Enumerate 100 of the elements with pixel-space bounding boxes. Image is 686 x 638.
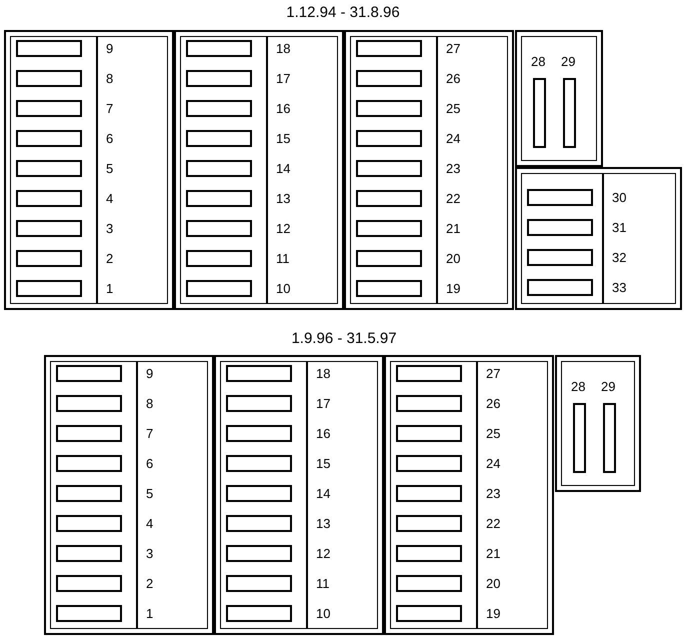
fuse-slot — [186, 220, 252, 237]
fuse-number: 9 — [146, 366, 154, 381]
fuse-slot — [16, 190, 82, 207]
fuse-number: 15 — [316, 456, 330, 471]
fuse-number: 19 — [446, 281, 460, 296]
fuse-number: 27 — [446, 41, 460, 56]
fuse-slot — [533, 78, 546, 148]
fuse-slot — [396, 395, 462, 412]
fuse-number: 5 — [106, 161, 114, 176]
fuse-slot — [527, 249, 593, 266]
fuse-number: 19 — [486, 606, 500, 621]
fuse-number: 29 — [601, 379, 616, 394]
fuse-slot — [396, 455, 462, 472]
fuse-slot — [603, 403, 616, 473]
fuse-slot — [396, 365, 462, 382]
fuse-slot — [186, 130, 252, 147]
fuse-slot — [186, 280, 252, 297]
fuse-number: 7 — [146, 426, 154, 441]
fuse-block — [174, 30, 344, 310]
fuse-slot — [186, 250, 252, 267]
fuse-slot — [56, 515, 122, 532]
fuse-number: 15 — [276, 131, 290, 146]
fuse-number: 2 — [106, 251, 114, 266]
fuse-number: 12 — [276, 221, 290, 236]
fuse-slot — [56, 455, 122, 472]
fuse-slot — [396, 575, 462, 592]
fuse-slot — [186, 190, 252, 207]
fuse-slot — [226, 455, 292, 472]
fuse-number: 12 — [316, 546, 330, 561]
fuse-slot — [56, 365, 122, 382]
fuse-slot — [56, 425, 122, 442]
fuse-number: 14 — [276, 161, 290, 176]
fuse-block — [555, 355, 641, 492]
fuse-slot — [226, 365, 292, 382]
fuse-number: 10 — [276, 281, 290, 296]
fuse-slot — [226, 605, 292, 622]
fuse-slot — [356, 220, 422, 237]
fuse-number: 30 — [612, 190, 626, 205]
fuse-slot — [356, 40, 422, 57]
fuse-block — [515, 167, 682, 310]
fuse-block — [515, 30, 603, 167]
fuse-number: 9 — [106, 41, 114, 56]
fuse-number: 16 — [276, 101, 290, 116]
fuse-number: 11 — [316, 576, 330, 591]
fuse-slot — [396, 425, 462, 442]
fuse-slot — [56, 485, 122, 502]
fuse-number: 29 — [561, 54, 576, 69]
fuse-slot — [226, 575, 292, 592]
fuse-slot — [356, 70, 422, 87]
heading-text: 1.9.96 - 31.5.97 — [291, 330, 397, 347]
fuse-slot — [16, 160, 82, 177]
fuse-slot — [356, 280, 422, 297]
fuse-slot — [396, 545, 462, 562]
fuse-slot — [356, 100, 422, 117]
fuse-number: 4 — [106, 191, 114, 206]
fuse-number: 31 — [612, 220, 626, 235]
fuse-number: 11 — [276, 251, 290, 266]
fuse-slot — [226, 545, 292, 562]
fuse-number: 6 — [146, 456, 154, 471]
fuse-number: 25 — [486, 426, 500, 441]
fuse-number: 32 — [612, 250, 626, 265]
fuse-slot — [226, 515, 292, 532]
fuse-block — [384, 355, 554, 635]
fuse-number: 3 — [146, 546, 154, 561]
fuse-number: 27 — [486, 366, 500, 381]
fuse-number: 33 — [612, 280, 626, 295]
fuse-slot — [16, 100, 82, 117]
fuse-slot — [563, 78, 576, 148]
fuse-block — [4, 30, 174, 310]
fuse-number: 18 — [276, 41, 290, 56]
fuse-number: 23 — [446, 161, 460, 176]
fuse-slot — [396, 485, 462, 502]
fuse-number: 28 — [531, 54, 546, 69]
fuse-number: 17 — [276, 71, 290, 86]
fuse-slot — [186, 40, 252, 57]
fuse-slot — [356, 130, 422, 147]
fuse-number: 10 — [316, 606, 330, 621]
fuse-number: 5 — [146, 486, 154, 501]
fuse-slot — [356, 250, 422, 267]
fuse-slot — [16, 70, 82, 87]
fuse-number: 13 — [316, 516, 330, 531]
fuse-block — [44, 355, 214, 635]
fuse-number: 1 — [106, 281, 114, 296]
fuse-number: 20 — [486, 576, 500, 591]
fuse-number: 8 — [106, 71, 114, 86]
fuse-slot — [56, 575, 122, 592]
fuse-number: 26 — [486, 396, 500, 411]
fuse-slot — [16, 40, 82, 57]
fuse-slot — [226, 425, 292, 442]
fuse-slot — [527, 219, 593, 236]
fuse-slot — [527, 279, 593, 296]
fuse-number: 26 — [446, 71, 460, 86]
fuse-number: 23 — [486, 486, 500, 501]
fuse-slot — [356, 190, 422, 207]
fuse-number: 4 — [146, 516, 154, 531]
fuse-number: 1 — [146, 606, 154, 621]
fuse-number: 6 — [106, 131, 114, 146]
fuse-number: 2 — [146, 576, 154, 591]
fuse-slot — [16, 220, 82, 237]
heading-text: 1.12.94 - 31.8.96 — [286, 4, 400, 21]
